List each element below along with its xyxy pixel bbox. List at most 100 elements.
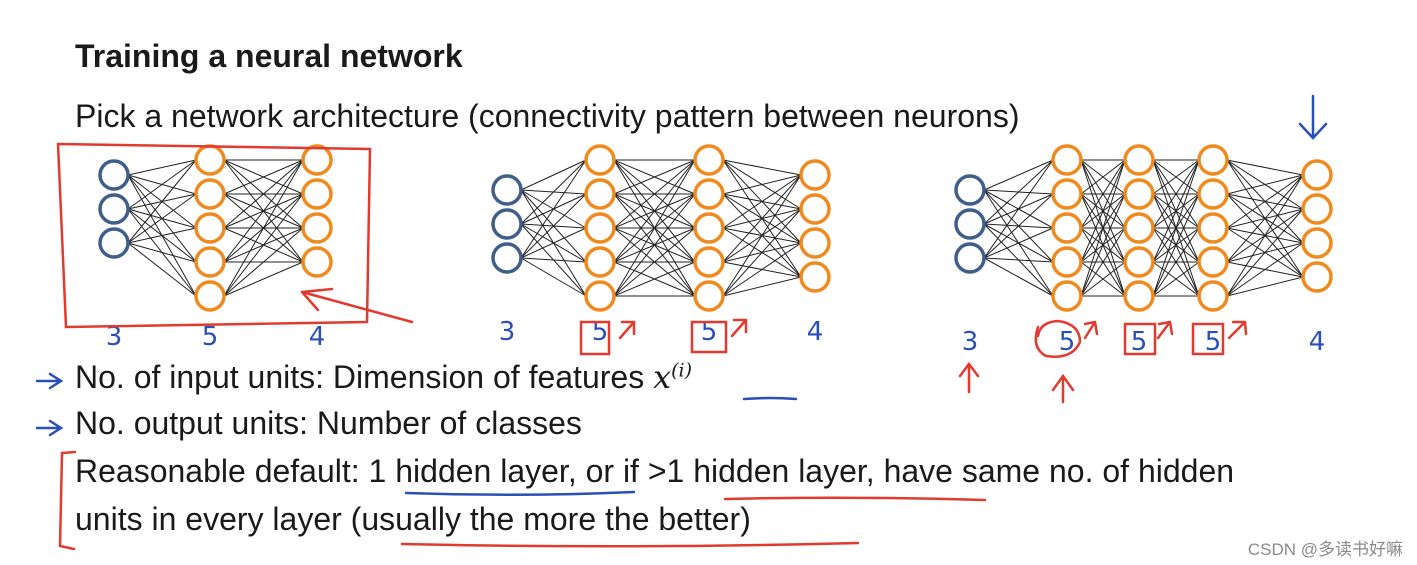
hidden-neuron (584, 280, 616, 312)
hidden-neuron (693, 212, 725, 244)
edge (1226, 276, 1304, 297)
feature-math: x(i) (653, 358, 692, 396)
edge (1226, 174, 1304, 195)
output-neuron (301, 212, 333, 244)
edge (722, 174, 802, 229)
edge (983, 257, 1054, 263)
hidden-neuron (1051, 144, 1083, 176)
layer-size-label: 3 (499, 317, 516, 347)
input-neuron (98, 193, 130, 225)
layer-size-label: 5 (592, 317, 609, 347)
input-neuron (491, 208, 523, 240)
red-underline-more-hidden (723, 496, 987, 502)
output-neuron (1301, 193, 1333, 225)
blue-arrow-bullet-2 (35, 419, 64, 437)
output-neuron (301, 178, 333, 210)
edge (520, 159, 587, 191)
edge (520, 257, 587, 297)
edge (983, 159, 1054, 191)
red-box-label-n3-2 (1123, 322, 1157, 356)
edge (613, 159, 696, 297)
blue-arrow-down (1298, 94, 1328, 140)
hidden-neuron (194, 280, 226, 312)
edge (1152, 261, 1200, 297)
edge (223, 227, 304, 297)
hidden-neuron (1051, 280, 1083, 312)
input-neuron (491, 242, 523, 274)
feature-superscript: (i) (671, 359, 693, 382)
edge (127, 193, 197, 244)
edge (223, 159, 304, 229)
edge (1226, 174, 1304, 297)
input-neuron (954, 174, 986, 206)
output-neuron (799, 159, 831, 191)
red-bracket (58, 450, 77, 551)
red-loop-label-n3-1 (1034, 319, 1082, 358)
layer-size-label: 5 (1205, 327, 1222, 357)
edge (1152, 227, 1200, 297)
hidden-neuron (1123, 246, 1155, 278)
one-hidden-text: 1 hidden layer (368, 453, 568, 489)
hidden-neuron (1123, 144, 1155, 176)
edge (1226, 174, 1304, 263)
edge (520, 193, 587, 259)
hidden-neuron (194, 212, 226, 244)
edge (1080, 193, 1126, 297)
feature-symbol: x (653, 358, 672, 396)
edge (613, 227, 696, 297)
watermark: CSDN @多读书好嘛 (1247, 540, 1403, 559)
red-arrow-n3-1 (1083, 320, 1099, 340)
edge (223, 159, 304, 263)
edge (127, 159, 197, 176)
edge (1226, 159, 1304, 176)
output-neuron (1301, 261, 1333, 293)
hidden-neuron (584, 212, 616, 244)
edge (520, 227, 587, 259)
output-neuron (799, 193, 831, 225)
hidden-neuron (1197, 178, 1229, 210)
edge (983, 159, 1054, 225)
edge (613, 261, 696, 297)
bullet-input-units: No. of input units: Dimension of feature… (75, 358, 692, 396)
edge (223, 261, 304, 297)
input-neuron (954, 242, 986, 274)
hidden-neuron (1051, 178, 1083, 210)
edge (983, 159, 1054, 259)
layer-size-label: 5 (1059, 327, 1076, 357)
red-annotations (56, 142, 1248, 551)
layer-size-label: 4 (807, 317, 824, 347)
hidden-neuron (693, 246, 725, 278)
red-arrow-hidden-up (1051, 373, 1075, 404)
hidden-neuron (584, 144, 616, 176)
edge (1152, 159, 1200, 229)
edge (722, 242, 802, 297)
edge (127, 159, 197, 244)
bullet-default-line1: Reasonable default: 1 hidden layer, or i… (75, 453, 1234, 490)
edge (1152, 159, 1200, 263)
hidden-neuron (693, 280, 725, 312)
edge (722, 174, 802, 195)
edge (1226, 208, 1304, 297)
layer-size-label: 4 (1309, 327, 1326, 357)
usually-text: usually the more the better (361, 501, 741, 537)
hidden-neuron (693, 178, 725, 210)
edge (613, 159, 696, 195)
edge (722, 174, 802, 263)
line2-prefix: units in every layer ( (75, 501, 362, 537)
input-neuron (98, 227, 130, 259)
red-box-network-1 (56, 142, 372, 329)
layer-size-label: 5 (701, 317, 718, 347)
output-neuron (1301, 159, 1333, 191)
edge (613, 159, 696, 263)
edge (520, 159, 587, 259)
edge (722, 208, 802, 297)
output-neuron (301, 144, 333, 176)
output-neuron (799, 261, 831, 293)
edges-layer (127, 159, 1304, 297)
edge (722, 174, 802, 297)
or-if-text: , or if (567, 453, 639, 489)
hidden-neuron (584, 178, 616, 210)
edge (223, 159, 304, 195)
edge (127, 242, 197, 263)
layer-size-label: 3 (962, 327, 979, 357)
